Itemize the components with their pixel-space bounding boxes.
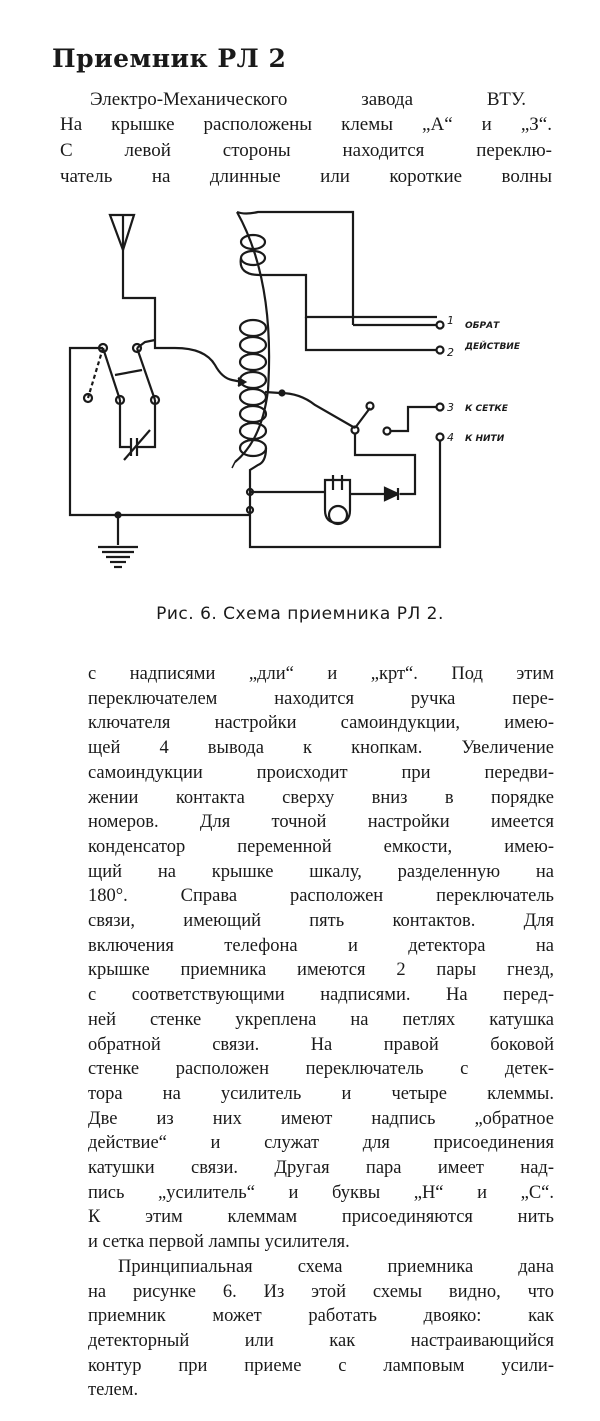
wire-slider [264, 390, 356, 429]
terminal-2-label: ДЕЙСТВИЕ [464, 340, 521, 352]
antenna-icon [108, 213, 157, 340]
body-line: стенке расположен переключатель с детек- [88, 1059, 554, 1080]
body-line: щий на крышке шкалу, разделенную на [88, 861, 554, 882]
body-line: детекторный или как настраивающийся [88, 1330, 554, 1351]
body-line: К этим клеммам присоединяются нить [88, 1207, 554, 1228]
body-line: конденсатор переменной емкости, имею- [88, 836, 554, 857]
body-line: тора на усилитель и четыре клеммы. [88, 1083, 554, 1104]
body-line: переключателем находится ручка пере- [88, 688, 554, 709]
ground-icon [98, 511, 138, 569]
body-line: Две из них имеют надпись „обратное [88, 1108, 554, 1129]
left-loop-wire [68, 346, 250, 517]
body-line: самоиндукции происходит при передви- [88, 762, 554, 783]
body-line: Принципиальная схема приемника дана [118, 1256, 554, 1277]
detector-switch [350, 401, 437, 496]
wire-4 [248, 440, 442, 549]
body-line: щей 4 вывода к кнопкам. Увеличение [88, 738, 554, 759]
terminal-3 [435, 402, 445, 412]
terminal-3-number: 3 [447, 401, 454, 414]
page-title: Приемник РЛ 2 [52, 44, 287, 73]
wire-2 [304, 317, 437, 352]
terminal-1 [435, 320, 445, 330]
terminal-2 [435, 345, 445, 355]
terminal-4 [435, 432, 445, 442]
terminal-1-number: 1 [447, 314, 454, 327]
intro-line: Электро-Механического завода ВТУ. [90, 89, 526, 110]
figure-caption: Рис. 6. Схема приемника РЛ 2. [156, 604, 444, 624]
intro-line: чатель на длинные или короткие волны [60, 166, 552, 187]
terminal-1-label: ОБРАТ [465, 321, 500, 331]
body-line: ключателя настройки самоиндукции, имею- [88, 713, 554, 734]
terminal-2-number: 2 [447, 346, 454, 359]
intro-line: С левой стороны находится переклю- [60, 140, 552, 161]
intro-line: На крышке расположены клемы „А“ и „З“. [60, 114, 552, 135]
body-line: связи, имеющий пять контактов. Для [88, 911, 554, 931]
receiver-schematic: 1 ОБРАТ 2 ДЕЙСТВИЕ 3 К СЕТКЕ 4 К НИТИ [68, 210, 521, 569]
tuning-coil-icon [231, 211, 271, 492]
tap-wire [153, 340, 243, 384]
terminal-4-number: 4 [447, 431, 454, 444]
body-line: крышке приемника имеются 2 пары гнезд, [88, 960, 554, 981]
body-line: с соответствующими надписями. На перед- [88, 985, 554, 1006]
body-line: обратной связи. На правой боковой [88, 1034, 554, 1055]
terminal-4-label: К НИТИ [465, 434, 505, 444]
body-line: катушки связи. Другая пара имеет над- [88, 1158, 554, 1178]
headphones-icon [323, 475, 352, 526]
diode-icon [350, 486, 401, 502]
body-line: контур при приеме с ламповым усили- [88, 1355, 554, 1376]
terminal-3-label: К СЕТКЕ [465, 404, 509, 414]
variable-capacitor-icon [118, 400, 157, 461]
body-line: жении контакта сверху вниз в порядке [88, 787, 554, 808]
wave-switch [82, 338, 161, 406]
body-line: на рисунке 6. Из этой схемы видно, что [88, 1281, 554, 1302]
body-line: приемник может работать двояко: как [88, 1306, 554, 1327]
body-line: и сетка первой лампы усилителя. [88, 1232, 350, 1253]
body-line: пись „усилитель“ и буквы „Н“ и „С“. [88, 1182, 554, 1203]
body-line: включения телефона и детектора на [88, 935, 554, 956]
body-line: 180°. Справа расположен переключатель [88, 886, 554, 907]
body-line: телем. [88, 1380, 139, 1401]
body-line: действие“ и служат для присоединения [88, 1133, 554, 1154]
body-line: с надписями „дли“ и „крт“. Под этим [88, 664, 554, 684]
body-line: ней стенке укреплена на петлях катушка [88, 1009, 554, 1030]
body-line: номеров. Для точной настройки имеется [88, 812, 554, 833]
